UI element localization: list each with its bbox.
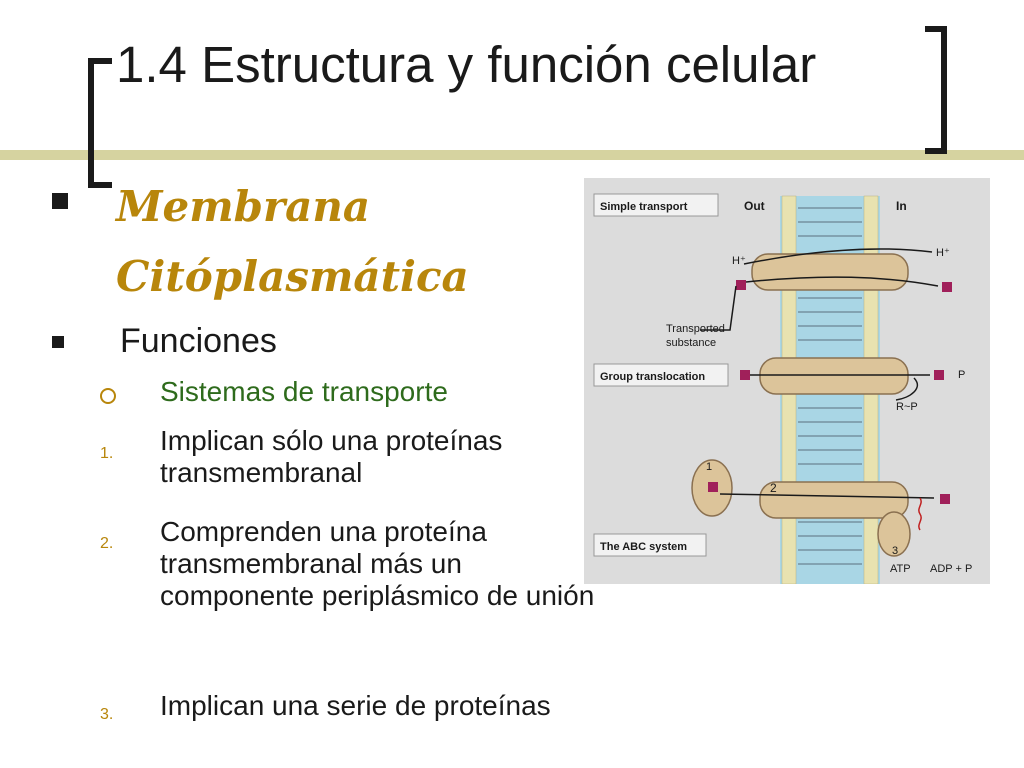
label-box — [593, 533, 707, 557]
in-label: In — [896, 199, 907, 213]
square-bullet-icon — [52, 336, 64, 348]
abc-system-label: The ABC system — [600, 541, 687, 553]
right-bracket-decoration — [925, 26, 947, 154]
slide-subtitle: Membrana Citóplasmática — [116, 182, 469, 301]
circle-bullet-icon — [100, 388, 116, 404]
square-bullet-icon — [52, 193, 68, 209]
left-bracket-decoration — [88, 58, 112, 188]
membrane-transport-diagram: Simple transport Group translocation The… — [584, 178, 990, 584]
h-plus-in-label: H⁺ — [936, 247, 950, 259]
number-two-label: 2 — [770, 481, 777, 495]
number-one-label: 1 — [706, 461, 712, 473]
group-translocation-label: Group translocation — [600, 371, 705, 383]
substance-markers — [708, 280, 952, 504]
list-number: 2. — [100, 535, 114, 552]
subheading-sistemas: Sistemas de transporte — [160, 376, 448, 407]
abc-transport-protein — [759, 481, 909, 519]
atpase-protein — [877, 511, 911, 557]
simple-transport-protein — [751, 253, 909, 291]
transport-arrows — [700, 248, 939, 531]
out-label: Out — [744, 199, 765, 213]
substance-label: substance — [666, 337, 716, 349]
list-item: Implican una serie de proteínas — [160, 690, 551, 721]
adp-label: ADP + P — [930, 563, 972, 575]
list-item: Comprenden una proteína transmembranal m… — [160, 516, 595, 611]
label-box — [593, 363, 729, 387]
number-three-label: 3 — [892, 545, 898, 557]
atp-label: ATP — [890, 563, 911, 575]
group-translocation-protein — [759, 357, 909, 395]
lipid-tails — [798, 207, 862, 565]
simple-transport-label: Simple transport — [600, 201, 688, 213]
label-box — [593, 193, 719, 217]
slide-title: 1.4 Estructura y función celular — [116, 36, 817, 93]
list-item: Implican sólo una proteínas transmembran… — [160, 425, 503, 488]
phosphate-label: P — [958, 369, 965, 381]
h-plus-out-label: H⁺ — [732, 255, 746, 267]
heading-funciones: Funciones — [120, 322, 277, 360]
r-p-label: R~P — [896, 401, 918, 413]
transported-label: Transported — [666, 323, 725, 335]
list-number: 3. — [100, 706, 114, 723]
title-underline-bar — [0, 150, 1024, 160]
list-number: 1. — [100, 445, 114, 462]
